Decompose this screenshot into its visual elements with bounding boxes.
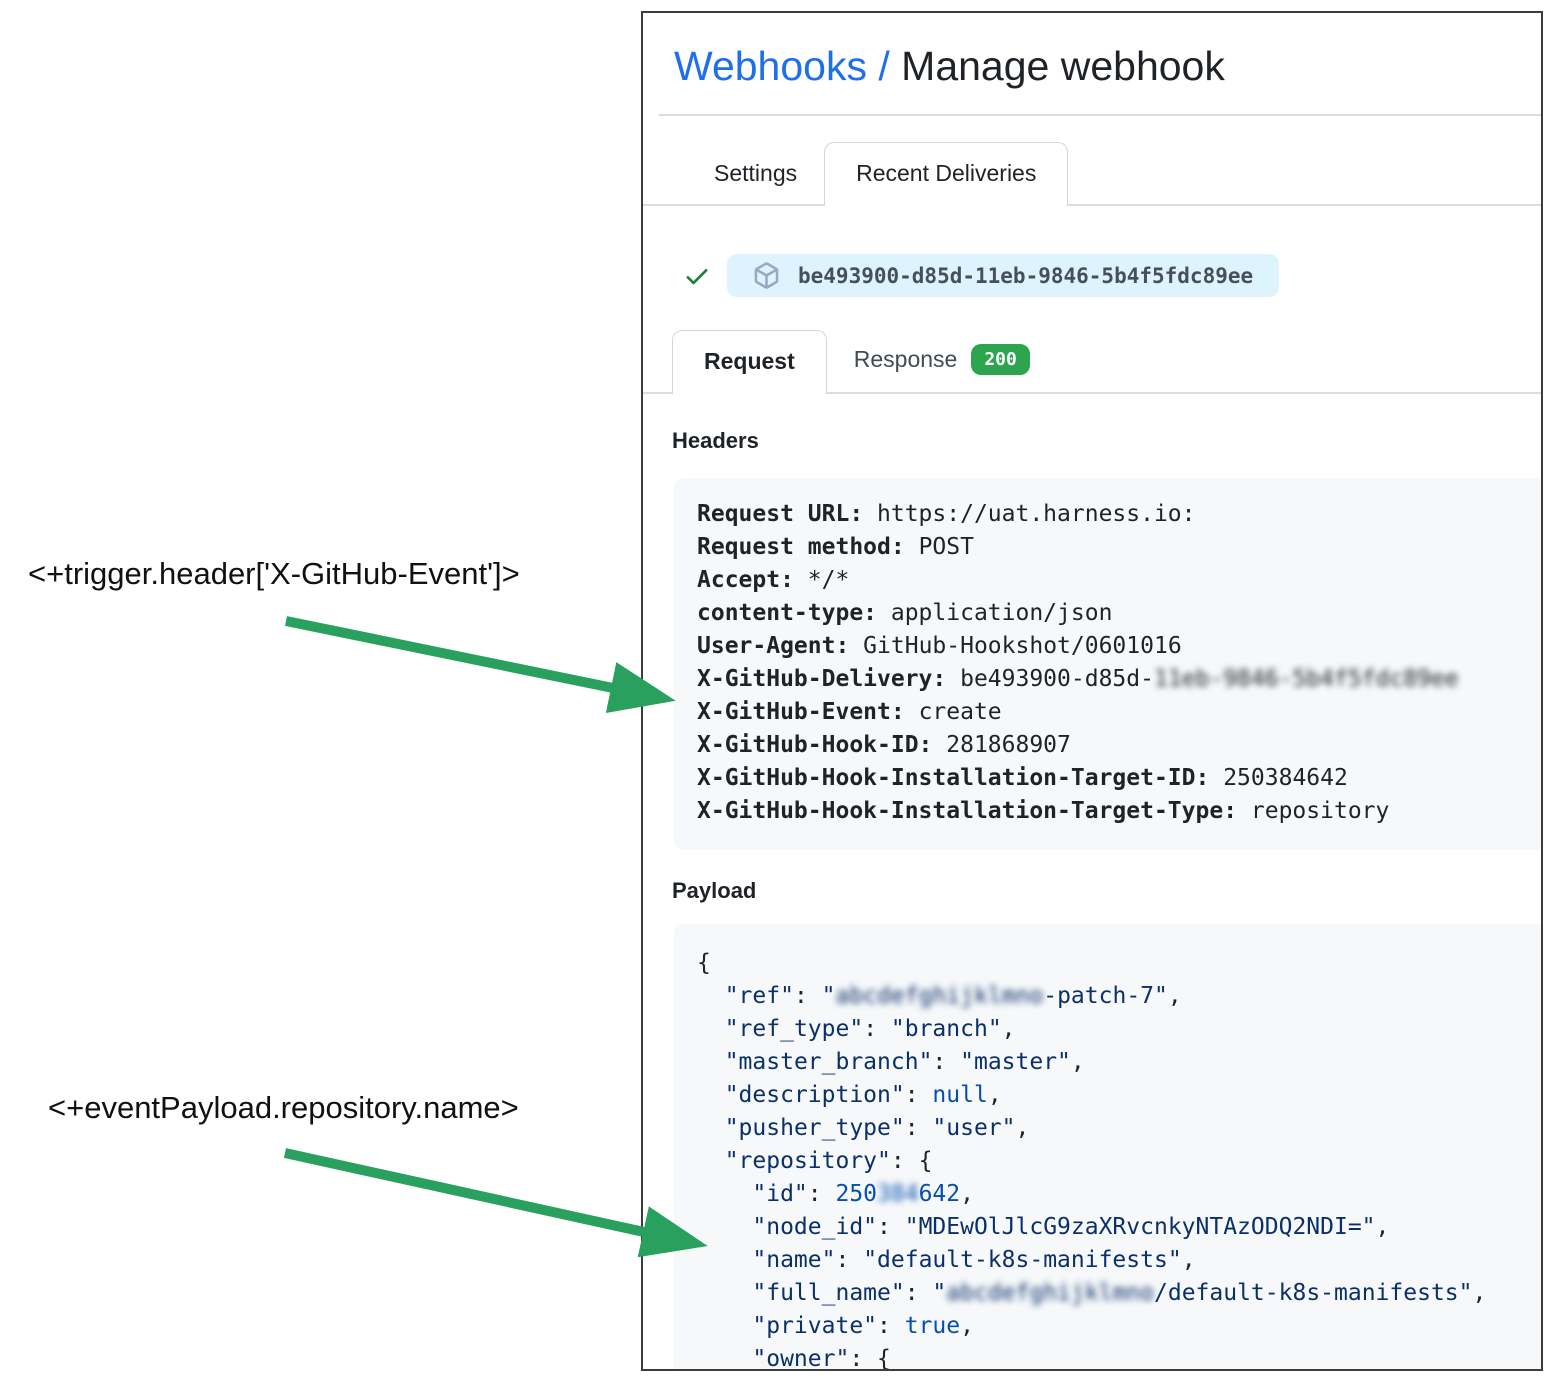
- tab-response-label: Response: [853, 346, 958, 373]
- success-check-icon: [686, 268, 708, 284]
- delivery-row: be493900-d85d-11eb-9846-5b4f5fdc89ee: [683, 254, 1541, 297]
- title-divider: [659, 114, 1541, 116]
- annotation-trigger-header-expression: <+trigger.header['X-GitHub-Event']>: [28, 556, 520, 591]
- code-line: "ref": "abcdefghijklmno-patch-7",: [724, 983, 1182, 1010]
- header-row: content-type: application/json: [697, 600, 1113, 627]
- manage-webhook-panel: Webhooks / Manage webhook Settings Recen…: [641, 11, 1543, 1371]
- header-row: User-Agent: GitHub-Hookshot/0601016: [697, 633, 1182, 660]
- code-line: "full_name": "abcdefghijklmno/default-k8…: [752, 1280, 1487, 1307]
- request-response-tabs: Request Response 200: [643, 327, 1541, 395]
- redacted-text: abcdefghijklmno: [946, 1280, 1154, 1307]
- headers-code-block: Request URL: https://uat.harness.io: Requ…: [674, 478, 1541, 851]
- page-title-current: Manage webhook: [901, 43, 1225, 89]
- code-line: "name": "default-k8s-manifests",: [752, 1247, 1196, 1274]
- delivery-guid-pill[interactable]: be493900-d85d-11eb-9846-5b4f5fdc89ee: [727, 254, 1280, 297]
- breadcrumb-webhooks-link[interactable]: Webhooks /: [674, 43, 890, 89]
- page-title: Webhooks / Manage webhook: [674, 43, 1541, 90]
- tab-request[interactable]: Request: [672, 330, 827, 395]
- header-row: X-GitHub-Hook-Installation-Target-Type: …: [697, 798, 1390, 825]
- response-status-badge: 200: [971, 344, 1030, 376]
- redacted-text: 384: [877, 1181, 919, 1208]
- headers-heading: Headers: [672, 428, 759, 454]
- header-row: X-GitHub-Hook-Installation-Target-ID: 25…: [697, 765, 1348, 792]
- arrow-to-x-github-event: [284, 616, 676, 714]
- code-line: "node_id": "MDEwOlJlcG9zaXRvcnkyNTAzODQ2…: [752, 1214, 1390, 1241]
- payload-heading: Payload: [672, 878, 757, 904]
- redacted-text: abcdefghijklmno: [835, 983, 1044, 1010]
- header-row: X-GitHub-Event: create: [697, 699, 1002, 726]
- header-row: Request method: POST: [697, 534, 974, 561]
- delivery-guid: be493900-d85d-11eb-9846-5b4f5fdc89ee: [798, 263, 1254, 288]
- header-row: X-GitHub-Delivery: be493900-d85d-11eb-98…: [697, 666, 1459, 693]
- header-row: Request URL: https://uat.harness.io:: [697, 501, 1196, 528]
- redacted-text: 11eb-9846-5b4f5fdc89ee: [1153, 666, 1459, 693]
- tab-response[interactable]: Response 200: [827, 327, 1057, 392]
- code-line: "master_branch": "master",: [724, 1049, 1085, 1076]
- header-row: X-GitHub-Hook-ID: 281868907: [697, 732, 1071, 759]
- tab-settings[interactable]: Settings: [714, 160, 798, 186]
- code-line: "private": true,: [752, 1313, 974, 1340]
- code-line: "pusher_type": "user",: [724, 1115, 1030, 1142]
- webhook-tabs: Settings Recent Deliveries: [643, 142, 1541, 206]
- header-row: Accept: */*: [697, 567, 850, 594]
- code-line: {: [697, 950, 711, 977]
- code-line: "ref_type": "branch",: [724, 1016, 1016, 1043]
- package-icon: [754, 262, 779, 289]
- code-line: "repository": {: [724, 1148, 933, 1175]
- code-line: "id": 250384642,: [752, 1181, 974, 1208]
- code-line: "description": null,: [724, 1082, 1002, 1109]
- arrow-to-repository-name: [283, 1148, 708, 1258]
- code-line: "owner": {: [752, 1346, 891, 1371]
- tab-recent-deliveries[interactable]: Recent Deliveries: [824, 142, 1069, 206]
- annotation-event-payload-expression: <+eventPayload.repository.name>: [48, 1090, 519, 1125]
- payload-code-block: { "ref": "abcdefghijklmno-patch-7", "ref…: [674, 924, 1541, 1371]
